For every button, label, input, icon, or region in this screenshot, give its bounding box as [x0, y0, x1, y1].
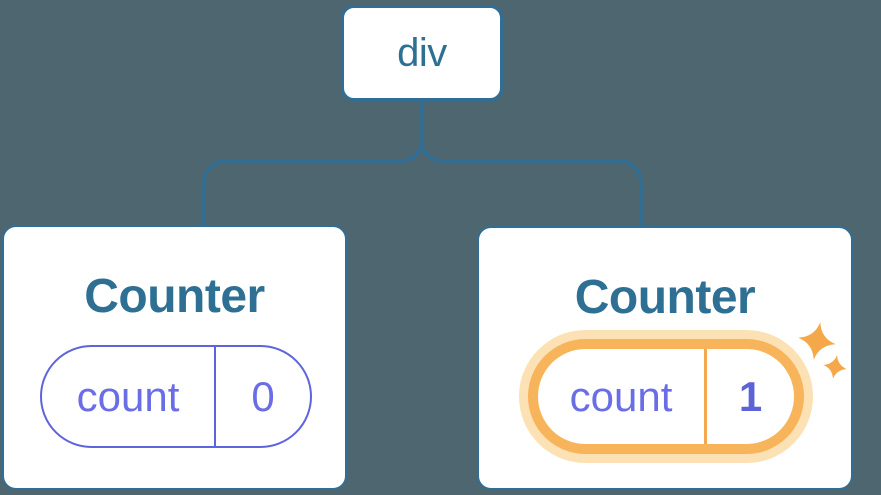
counter-card-right: Counter count 1: [477, 226, 853, 490]
sparkle-small-icon: [823, 355, 847, 379]
state-value-right: 1: [738, 372, 763, 420]
state-value-left: 0: [251, 372, 275, 420]
sparkles-icon: [798, 322, 847, 379]
state-pill-right-highlighted: count 1: [538, 349, 794, 444]
sparkle-large-icon: [798, 322, 836, 360]
connector-right-branch-line: [420, 139, 643, 229]
tree-node-div-label: div: [397, 30, 447, 75]
state-key-left: count: [42, 347, 216, 446]
state-pill-left: count 0: [40, 345, 312, 448]
counter-card-left: Counter count 0: [2, 225, 347, 490]
counter-right-title: Counter: [574, 271, 756, 324]
tree-node-div: div: [341, 5, 503, 101]
counter-left-title: Counter: [84, 270, 265, 323]
state-key-right: count: [538, 349, 707, 444]
connector-left-branch-line: [202, 139, 424, 228]
